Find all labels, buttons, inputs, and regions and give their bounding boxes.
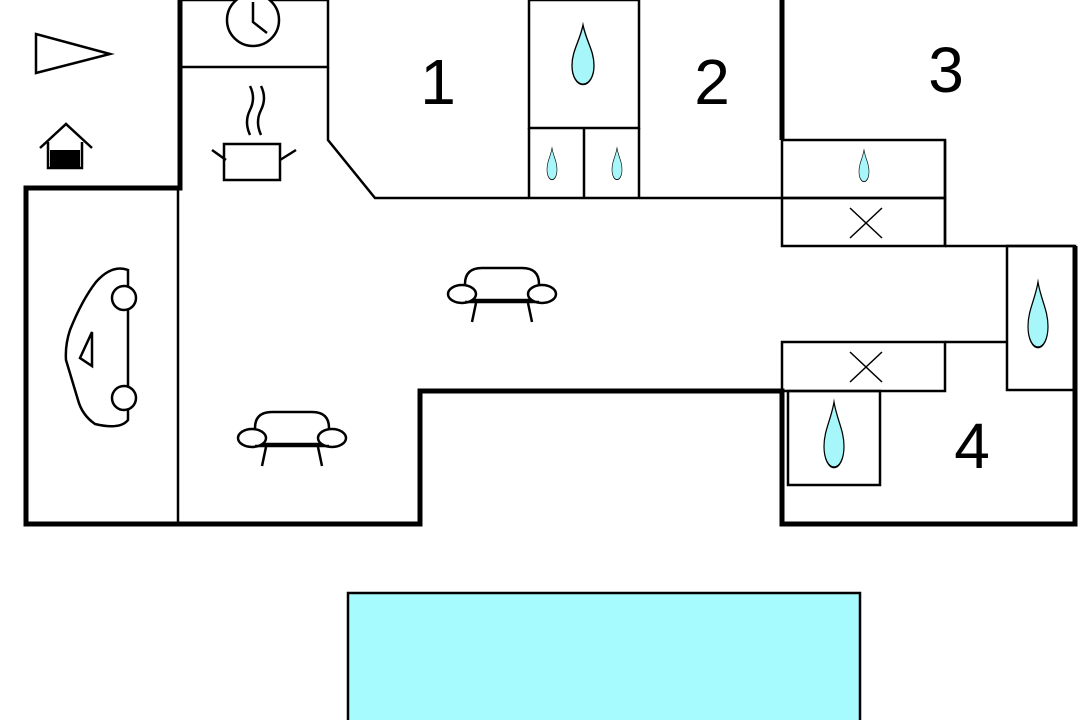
toilet-icon [849, 207, 883, 239]
inner-walls [176, 0, 1077, 524]
room-number-3: 3 [928, 34, 964, 106]
pool [346, 591, 862, 720]
outer-walls [23, 0, 1078, 527]
room-number-2: 2 [694, 46, 730, 118]
sofa-icon [446, 266, 558, 324]
room-number-4: 4 [954, 410, 990, 482]
clock-icon [225, 0, 281, 48]
cooking-pot-icon [211, 85, 297, 182]
water-drop-icon [1027, 281, 1049, 349]
direction-arrow-icon [34, 32, 115, 75]
sofa-icon [236, 410, 348, 468]
room-number-1: 1 [420, 46, 456, 118]
water-drop-icon [611, 147, 623, 181]
car-icon [64, 267, 138, 428]
water-drop-icon [858, 149, 870, 183]
water-drop-icon [823, 401, 845, 469]
water-drop-icon [546, 147, 558, 181]
water-drop-icon [571, 24, 595, 86]
house-icon [39, 122, 93, 170]
toilet-icon [849, 351, 883, 383]
